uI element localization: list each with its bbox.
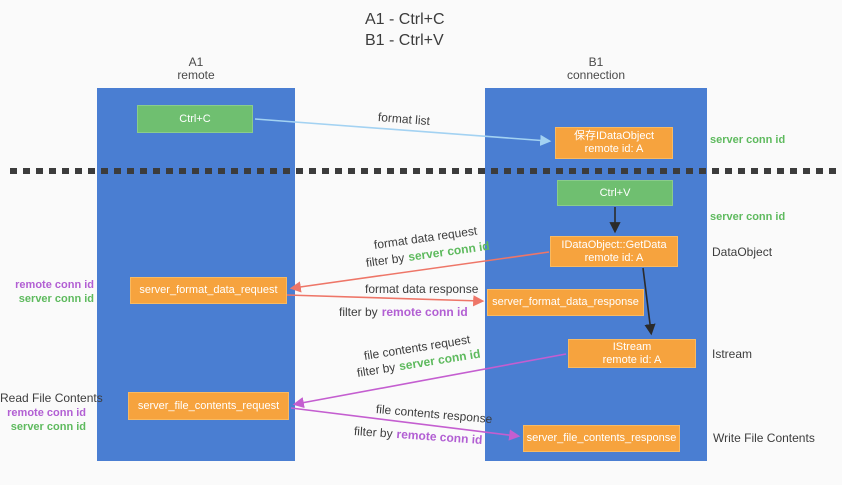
idataobject-getdata-node: IDataObject::GetData remote id: A <box>550 236 678 267</box>
server-format-data-response-node: server_format_data_response <box>487 289 644 316</box>
format-list-label: format list <box>377 110 431 129</box>
server-format-data-request-node: server_format_data_request <box>130 277 287 304</box>
filter-by-text: filter by <box>353 424 394 441</box>
istream-side-label: Istream <box>712 347 753 361</box>
filter-by-text: filter by <box>355 360 397 380</box>
istream-line2: remote id: A <box>602 353 662 366</box>
left-remote-conn-id-label-1: remote conn id <box>15 279 94 291</box>
lifeline-header-b1: B1 connection <box>546 56 646 82</box>
right-server-conn-id-label-2: server conn id <box>710 211 786 223</box>
write-file-contents-label: Write File Contents <box>713 431 815 445</box>
lifeline-header-a1: A1 remote <box>146 56 246 82</box>
left-remote-conn-id-label-2: remote conn id <box>7 407 86 419</box>
left-server-conn-id-label-2: server conn id <box>10 421 86 433</box>
istream-node: IStream remote id: A <box>568 339 696 368</box>
server-format-data-request-label: server_format_data_request <box>139 284 278 296</box>
save-idataobject-line1: 保存IDataObject <box>573 130 655 142</box>
ctrl-c-node: Ctrl+C <box>137 105 253 133</box>
dataobject-label: DataObject <box>712 245 773 259</box>
diagram-title: A1 - Ctrl+C B1 - Ctrl+V <box>365 9 445 51</box>
idataobject-getdata-line2: remote id: A <box>584 251 644 264</box>
server-file-contents-response-label: server_file_contents_response <box>526 432 677 444</box>
lifeline-b1-role: connection <box>566 68 626 82</box>
save-idataobject-line2: remote id: A <box>584 143 644 155</box>
ctrl-v-node: Ctrl+V <box>557 180 673 206</box>
right-server-conn-id-label-1: server conn id <box>710 134 786 146</box>
ctrl-v-label: Ctrl+V <box>599 186 631 199</box>
server-format-data-response-label: server_format_data_response <box>492 296 639 308</box>
title-line-1: A1 - Ctrl+C <box>365 11 445 28</box>
remote-conn-id-key: remote conn id <box>381 305 468 319</box>
file-contents-response-label: file contents response <box>375 402 493 427</box>
filter-by-text: filter by <box>365 250 406 270</box>
left-server-conn-id-label-1: server conn id <box>18 293 94 305</box>
lifeline-b1-name: B1 <box>588 55 604 69</box>
filter-by-text: filter by <box>339 305 378 319</box>
lifeline-a1-role: remote <box>177 68 215 82</box>
server-file-contents-request-node: server_file_contents_request <box>128 392 289 420</box>
ctrl-c-label: Ctrl+C <box>179 112 211 125</box>
save-idataobject-node: 保存IDataObject remote id: A <box>555 127 673 159</box>
server-file-contents-request-label: server_file_contents_request <box>137 399 280 412</box>
format-data-response-label: format data response <box>365 282 479 296</box>
istream-line1: IStream <box>612 340 652 353</box>
read-file-contents-label: Read File Contents <box>0 391 103 405</box>
lifeline-a1-name: A1 <box>188 55 204 69</box>
server-file-contents-response-node: server_file_contents_response <box>523 425 680 452</box>
session-divider-dotted-line <box>10 168 836 174</box>
idataobject-getdata-line1: IDataObject::GetData <box>561 238 667 251</box>
title-line-2: B1 - Ctrl+V <box>365 32 444 49</box>
remote-conn-id-key: remote conn id <box>396 426 483 447</box>
